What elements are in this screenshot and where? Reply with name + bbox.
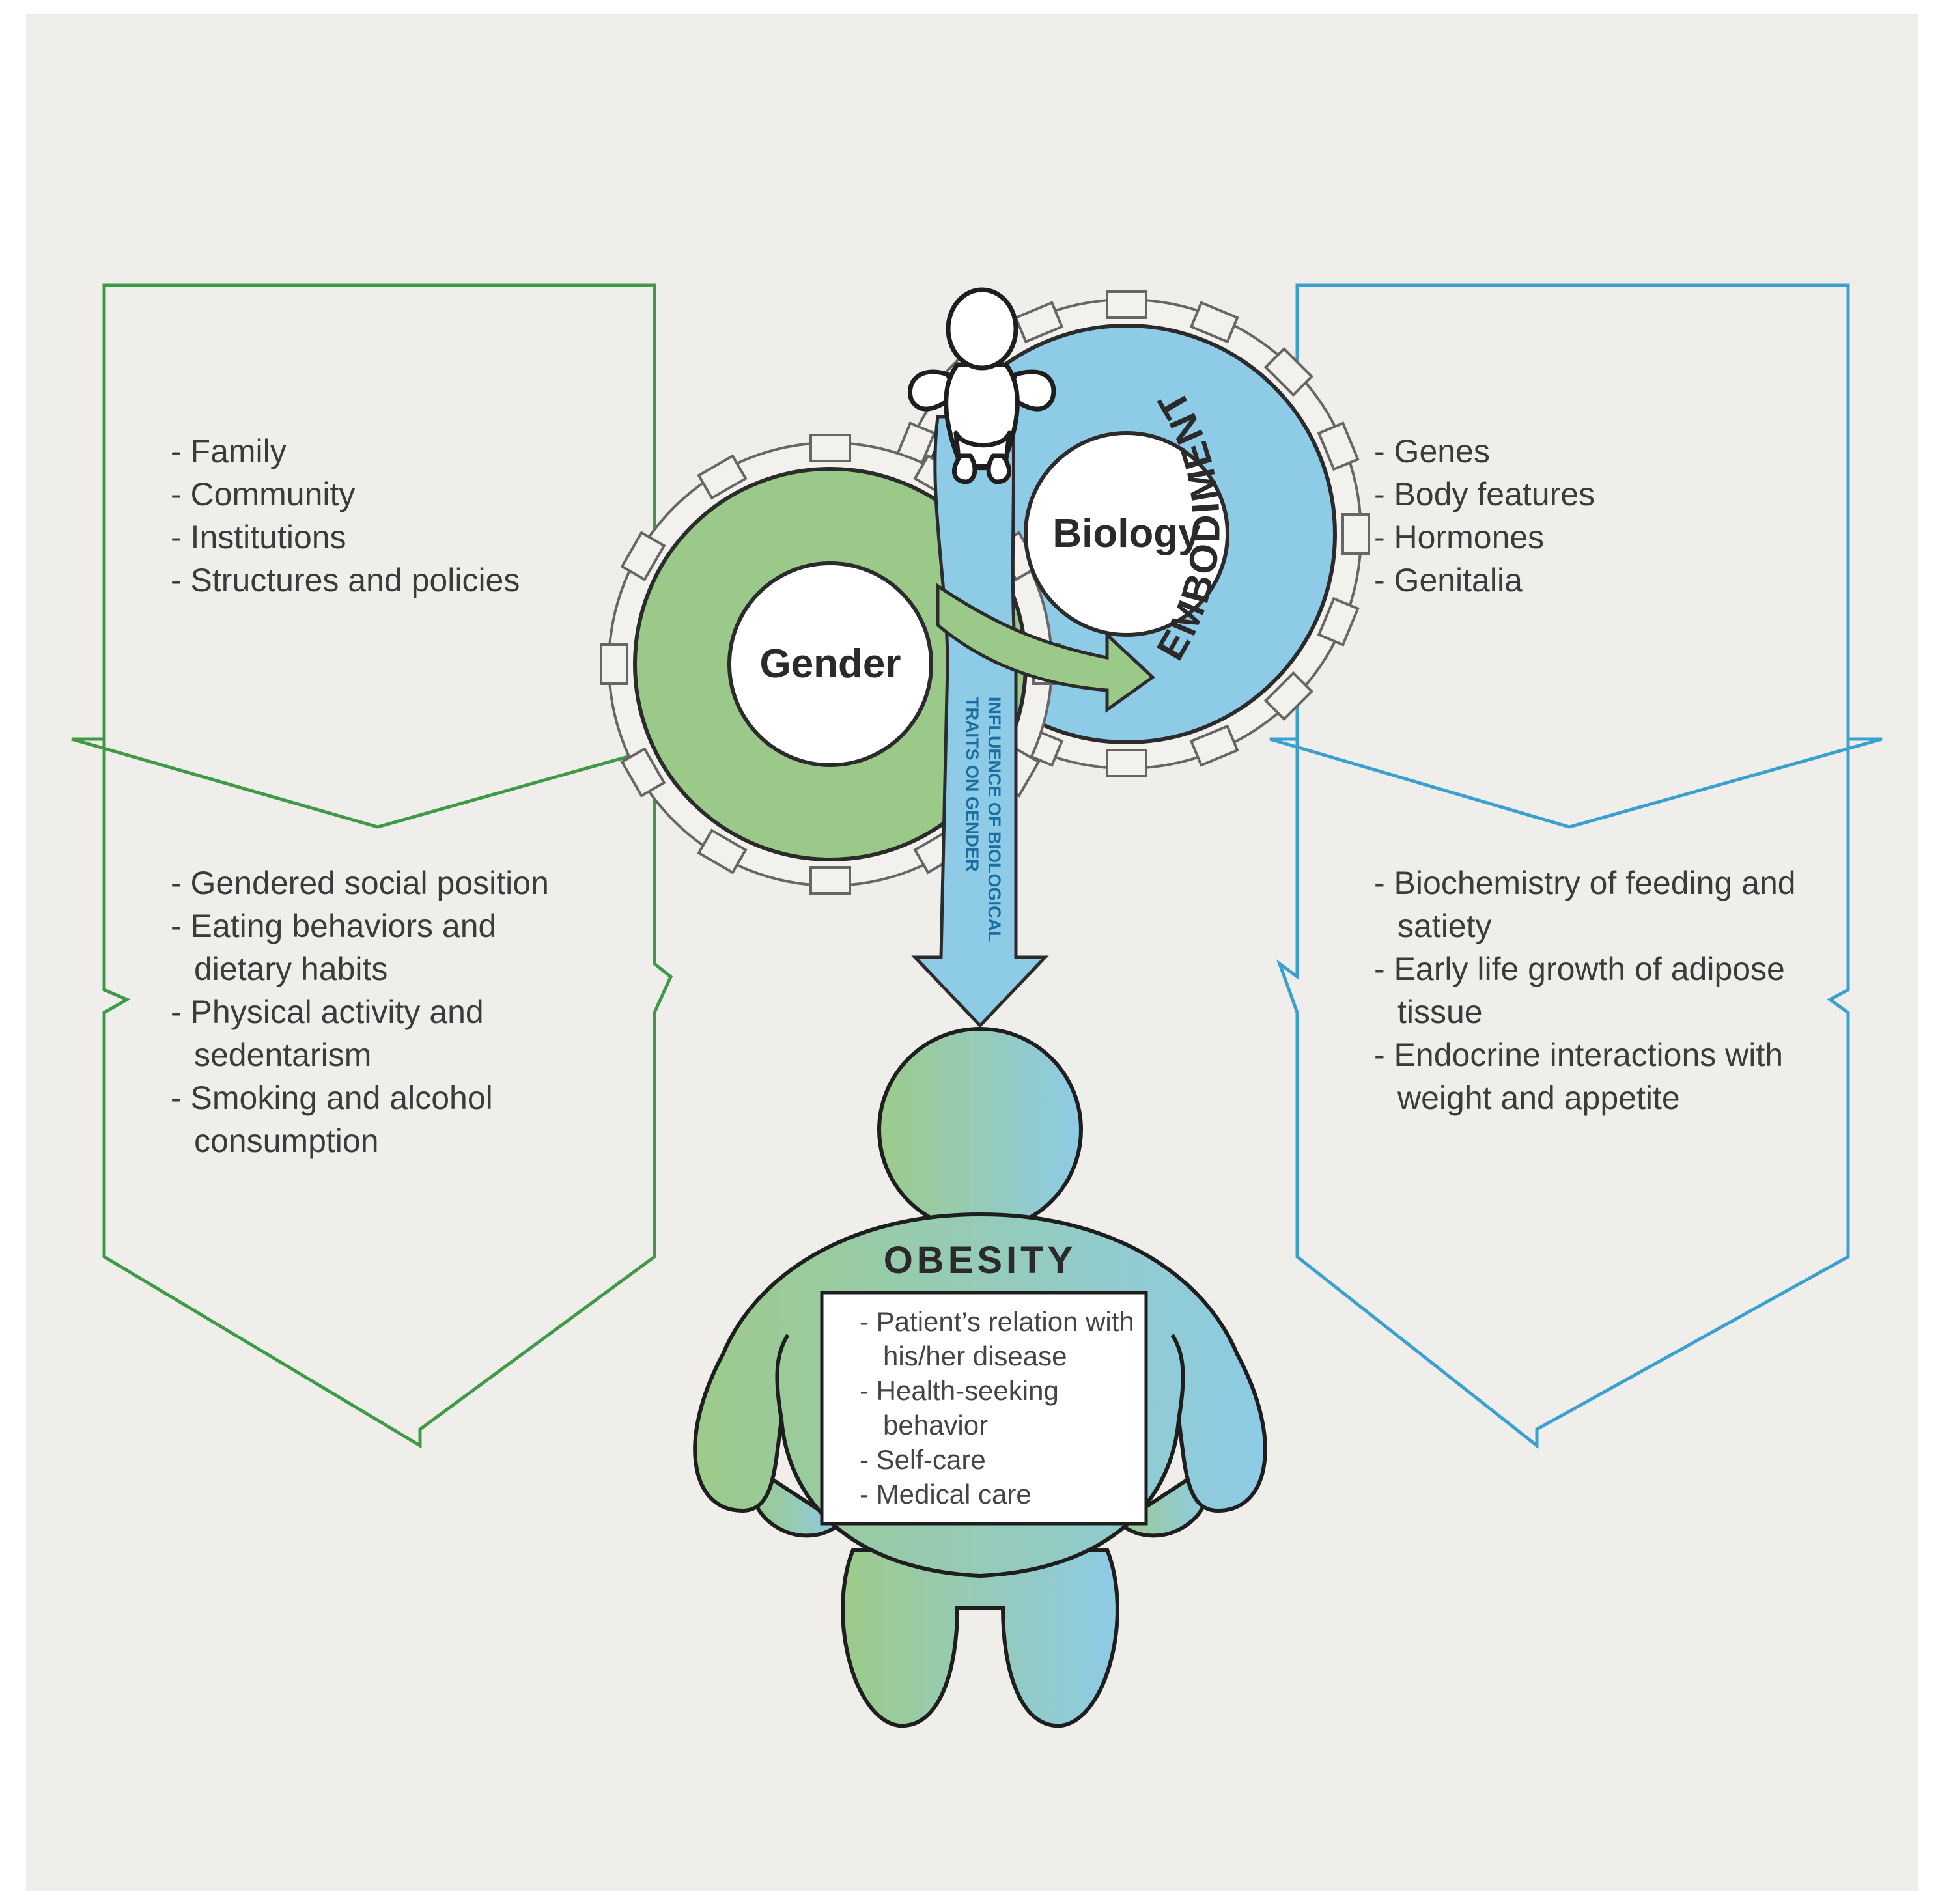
list-item: Self-care xyxy=(860,1442,1159,1477)
list-item: Genes xyxy=(1374,430,1791,473)
list-item: Patient’s relation with his/her disease xyxy=(860,1304,1159,1373)
biological-traits-list: Genes Body features Hormones Genitalia xyxy=(1374,430,1791,602)
list-item: Endocrine interactions with weight and a… xyxy=(1374,1033,1804,1119)
svg-text:INFLUENCE OF BIOLOGICAL: INFLUENCE OF BIOLOGICAL xyxy=(985,697,1004,942)
biological-arrow xyxy=(1269,283,1883,1449)
list-item: Community xyxy=(171,473,639,516)
list-item: Body features xyxy=(1374,473,1791,516)
list-item: Smoking and alcohol consumption xyxy=(171,1076,574,1162)
list-item: Hormones xyxy=(1374,516,1791,559)
list-item: Early life growth of adipose tissue xyxy=(1374,947,1804,1033)
social-factors-list: Family Community Institutions Structures… xyxy=(171,430,639,602)
list-item: Genitalia xyxy=(1374,559,1791,602)
list-item: Medical care xyxy=(860,1477,1159,1511)
biology-label: Biology xyxy=(1052,511,1201,556)
list-item: Health-seeking behavior xyxy=(860,1373,1159,1442)
list-item: Biochemistry of feeding and satiety xyxy=(1374,861,1804,947)
list-item: Institutions xyxy=(171,516,639,559)
list-item: Eating behaviors and dietary habits xyxy=(171,904,574,990)
svg-text:TRAITS ON GENDER: TRAITS ON GENDER xyxy=(962,697,982,872)
obesity-title: OBESITY xyxy=(884,1239,1077,1281)
biological-processes-list: Biochemistry of feeding and satiety Earl… xyxy=(1374,861,1804,1119)
influence-arrow xyxy=(911,415,1049,1028)
list-item: Structures and policies xyxy=(171,559,639,602)
list-item: Gendered social position xyxy=(171,861,574,904)
gendered-behaviors-list: Gendered social position Eating behavior… xyxy=(171,861,574,1162)
list-item: Physical activity and sedentarism xyxy=(171,990,574,1076)
list-item: Family xyxy=(171,430,639,473)
biology-circle xyxy=(1024,431,1229,637)
gender-to-biology-arrow xyxy=(936,583,1155,713)
social-arrow xyxy=(71,283,691,1449)
obesity-factors-list: Patient’s relation with his/her disease … xyxy=(839,1304,1159,1511)
gender-label: Gender xyxy=(759,641,901,686)
baby-icon xyxy=(908,287,1056,484)
influence-label: INFLUENCE OF BIOLOGICAL TRAITS ON GENDER xyxy=(962,697,1004,942)
gender-circle xyxy=(727,561,933,767)
